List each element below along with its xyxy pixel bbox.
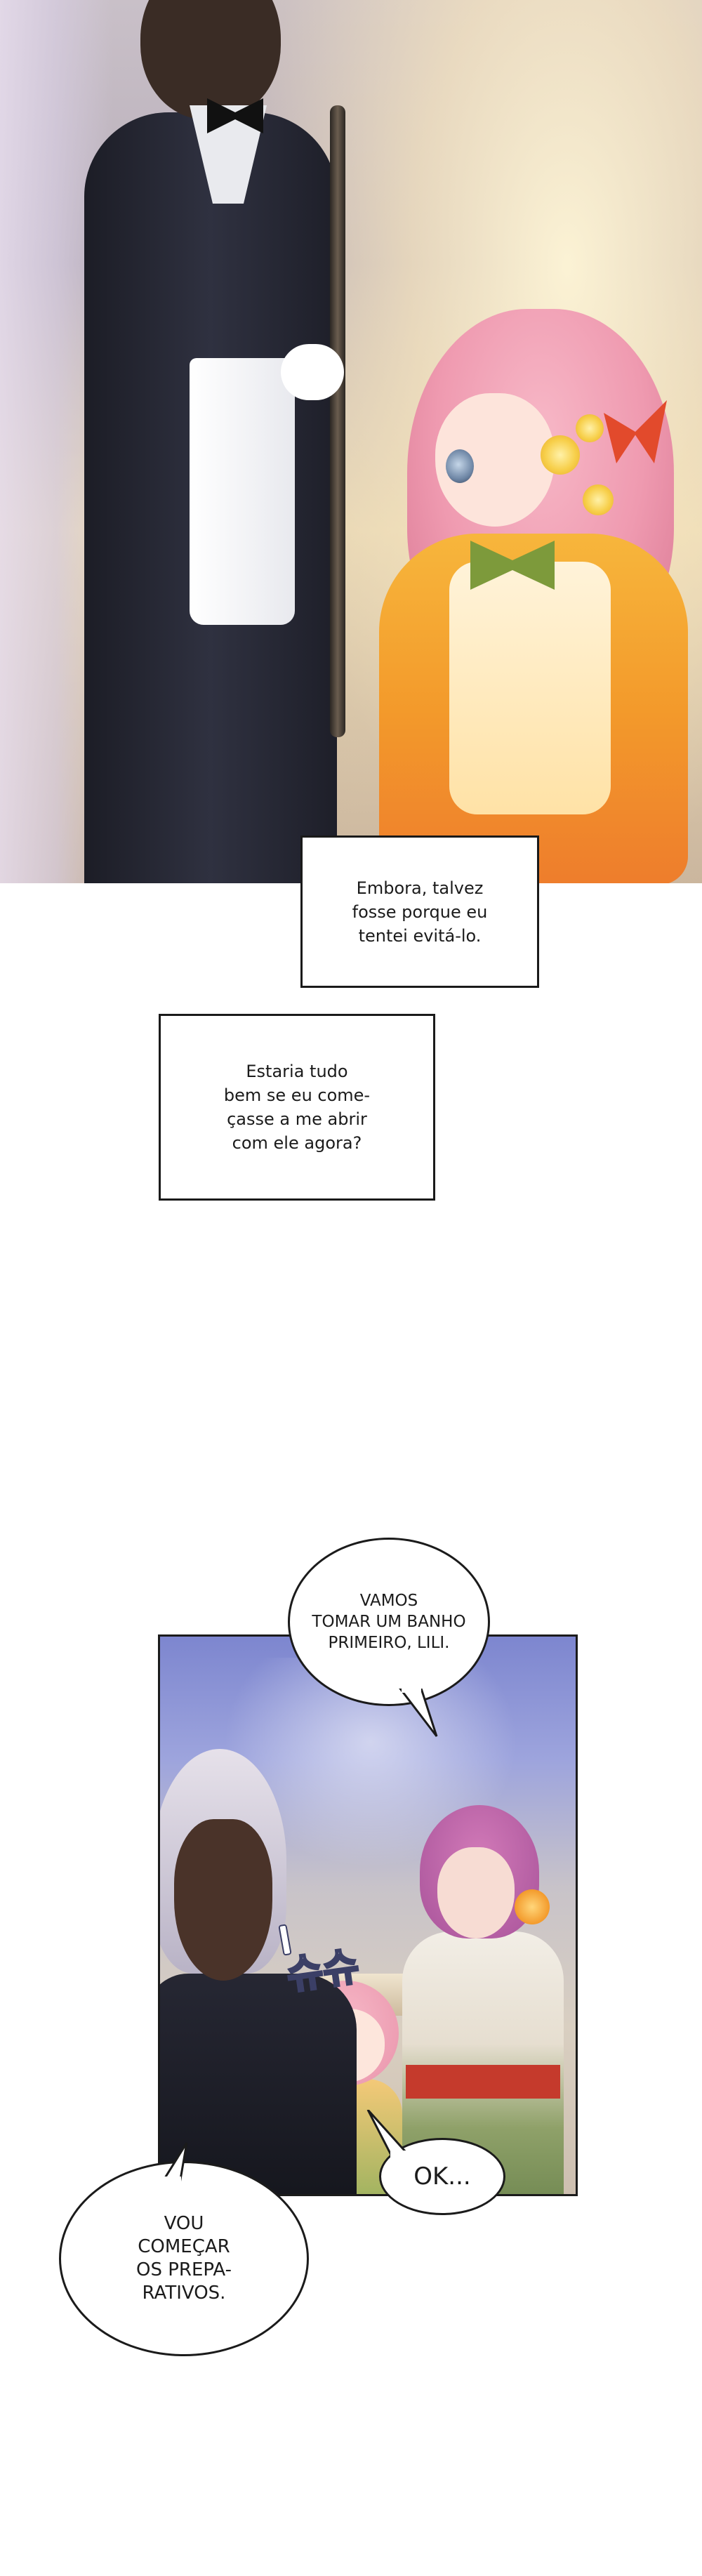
speech-text: VOU COMEÇAR OS PREPA- RATIVOS. — [135, 2213, 232, 2304]
maid-face — [437, 1847, 515, 1938]
white-glove — [281, 344, 344, 400]
dress-apron — [449, 562, 611, 814]
flower-ornament — [583, 484, 614, 515]
speech-bubble-tail — [399, 1689, 438, 1737]
towel — [190, 358, 295, 625]
speech-bubble-tail — [160, 2142, 188, 2184]
butler-figure — [160, 1974, 357, 2194]
speech-bubble-tail — [366, 2110, 407, 2159]
flower-ornament — [576, 414, 604, 442]
illustration-panel-top — [0, 0, 702, 883]
speech-text: VAMOS TOMAR UM BANHO PRIMEIRO, LILI. — [312, 1592, 466, 1652]
butler-head — [140, 0, 281, 119]
flower-ornament — [541, 435, 580, 475]
narration-text: Estaria tudo bem se eu come- çasse a me … — [223, 1062, 371, 1153]
flower-ornament — [515, 1889, 550, 1924]
speech-text: OK... — [413, 2162, 471, 2191]
girl-eye — [446, 449, 474, 483]
illustration-panel-bottom: 슈슈 — [158, 1634, 578, 2196]
butler-face — [174, 1819, 272, 1981]
narration-text: Embora, talvez fosse porque eu tentei ev… — [352, 878, 488, 946]
speech-bubble: VAMOS TOMAR UM BANHO PRIMEIRO, LILI. — [288, 1538, 490, 1706]
narration-box: Embora, talvez fosse porque eu tentei ev… — [300, 835, 539, 988]
staff — [330, 105, 345, 737]
maid-sash — [406, 2065, 560, 2099]
narration-box: Estaria tudo bem se eu come- çasse a me … — [159, 1014, 435, 1201]
speech-bubble: VOU COMEÇAR OS PREPA- RATIVOS. — [59, 2161, 309, 2356]
